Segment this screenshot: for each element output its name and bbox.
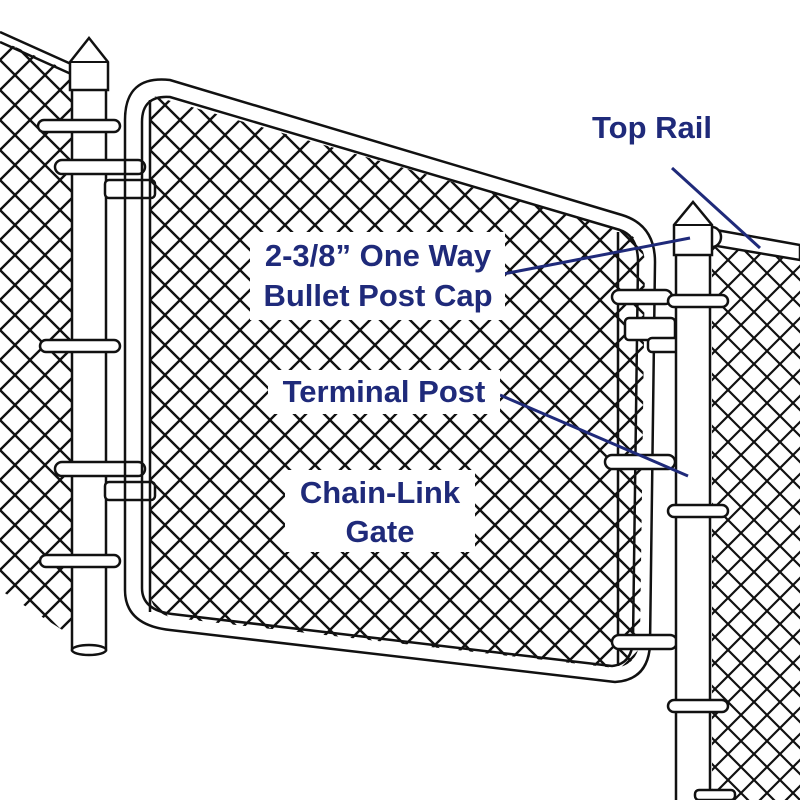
terminal-post-label-bg [268, 370, 500, 414]
top-rail-label-bg [582, 103, 722, 151]
top-rail-label: Top Rail [592, 110, 712, 145]
gate-label-line2: Gate [346, 514, 415, 549]
left-terminal-post [36, 35, 157, 657]
left-top-rail [0, 40, 81, 80]
leader-top-rail [670, 166, 762, 250]
post-cap-label-bg [250, 232, 505, 320]
leader-post-cap [497, 236, 691, 277]
gate-label-line1: Chain-Link [300, 475, 461, 510]
leader-lines [497, 166, 762, 478]
post-cap-label-line2: Bullet Post Cap [263, 278, 492, 313]
right-terminal-post [666, 200, 737, 800]
gate-label-bg [285, 470, 475, 552]
terminal-post-label: Terminal Post [283, 374, 486, 409]
post-cap-label-line1: 2-3/8” One Way [265, 238, 492, 273]
leader-terminal-post [499, 393, 689, 478]
